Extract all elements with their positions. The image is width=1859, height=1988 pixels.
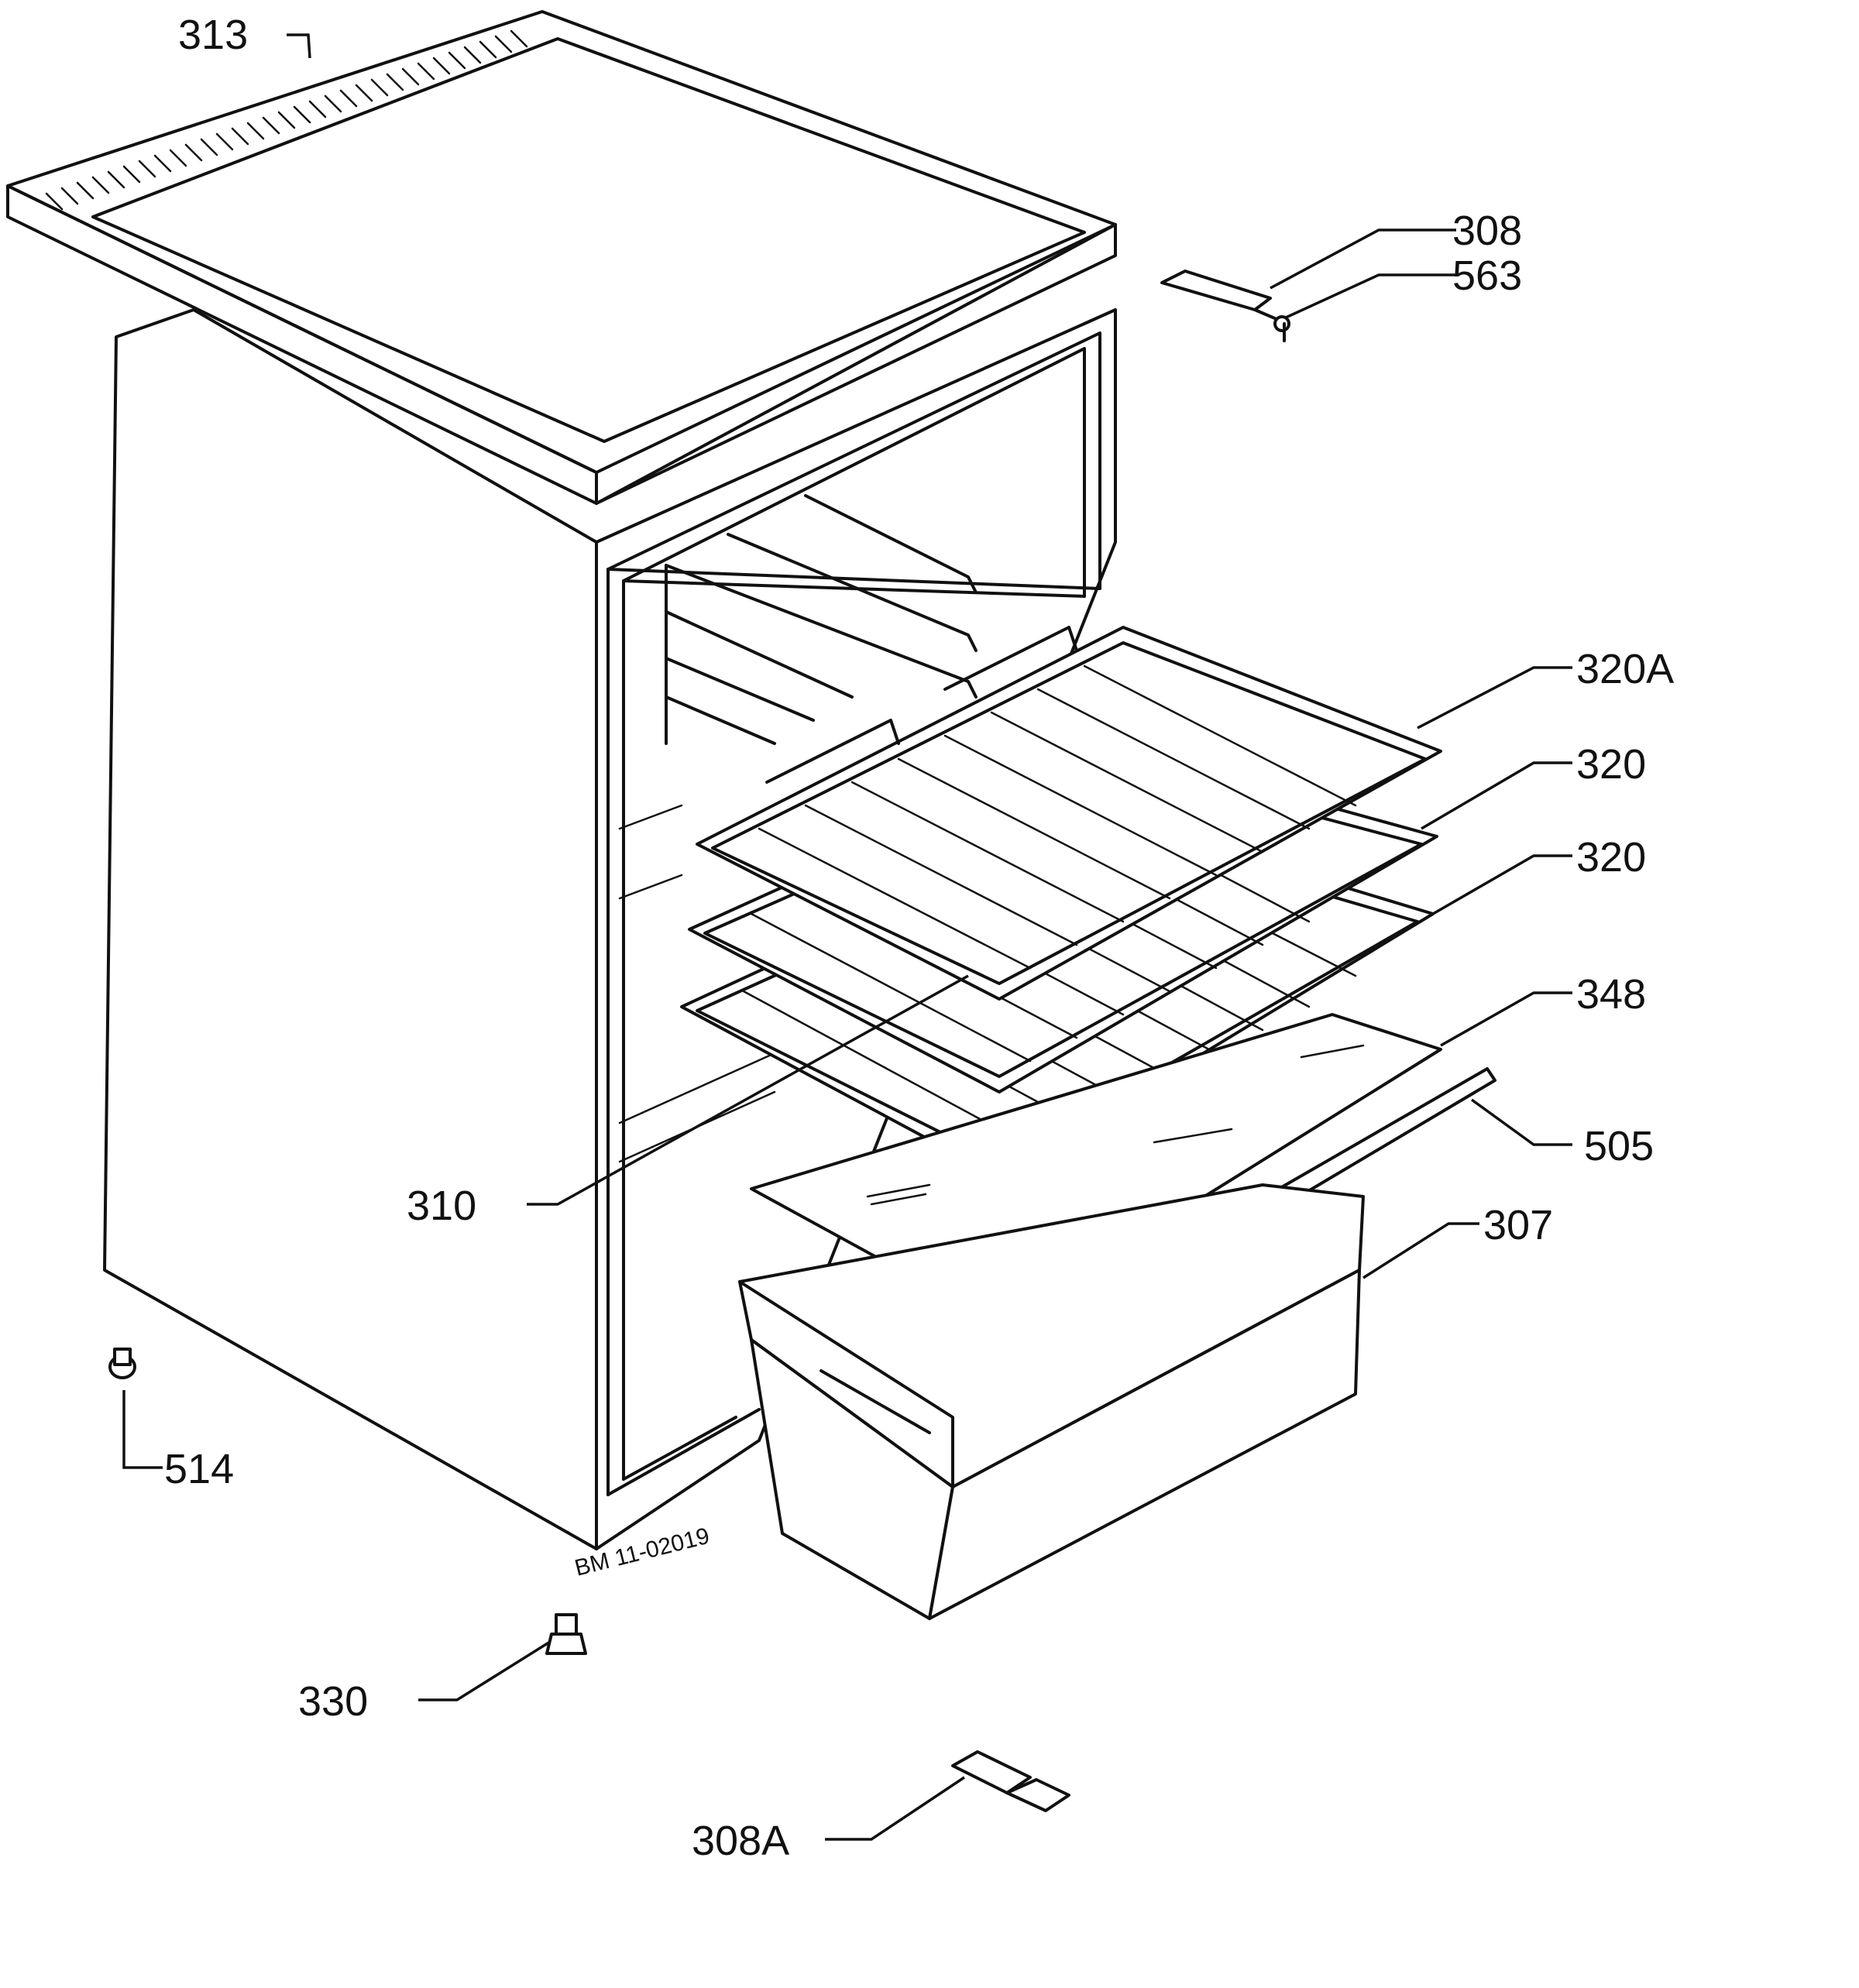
label-563: 563 <box>1452 252 1522 299</box>
hinge-308 <box>1160 270 1283 323</box>
hinge-pin-563 <box>1273 315 1290 342</box>
crisper-drawer-307 <box>738 1183 1365 1620</box>
label-308a: 308A <box>692 1818 789 1864</box>
part-labels: 313 308 563 320A 320 320 348 505 307 310… <box>164 12 1674 1864</box>
top-cover <box>6 10 1117 505</box>
label-514: 514 <box>164 1446 234 1492</box>
label-308: 308 <box>1452 208 1522 254</box>
shelf-320a <box>696 626 1442 1001</box>
label-330: 330 <box>298 1678 368 1725</box>
vent-slots <box>45 29 528 211</box>
adjustable-foot-330 <box>545 1613 587 1655</box>
hinge-308a <box>951 1750 1070 1812</box>
label-310: 310 <box>407 1183 476 1229</box>
foot-514 <box>108 1348 136 1379</box>
label-313: 313 <box>178 12 248 58</box>
leader-lines <box>122 33 1572 1841</box>
label-505: 505 <box>1584 1123 1654 1169</box>
label-320-lower: 320 <box>1576 834 1646 881</box>
label-320a: 320A <box>1576 646 1674 692</box>
label-320-upper: 320 <box>1576 741 1646 788</box>
label-307: 307 <box>1483 1202 1553 1248</box>
label-348: 348 <box>1576 971 1646 1018</box>
shelf-rails <box>665 494 978 745</box>
